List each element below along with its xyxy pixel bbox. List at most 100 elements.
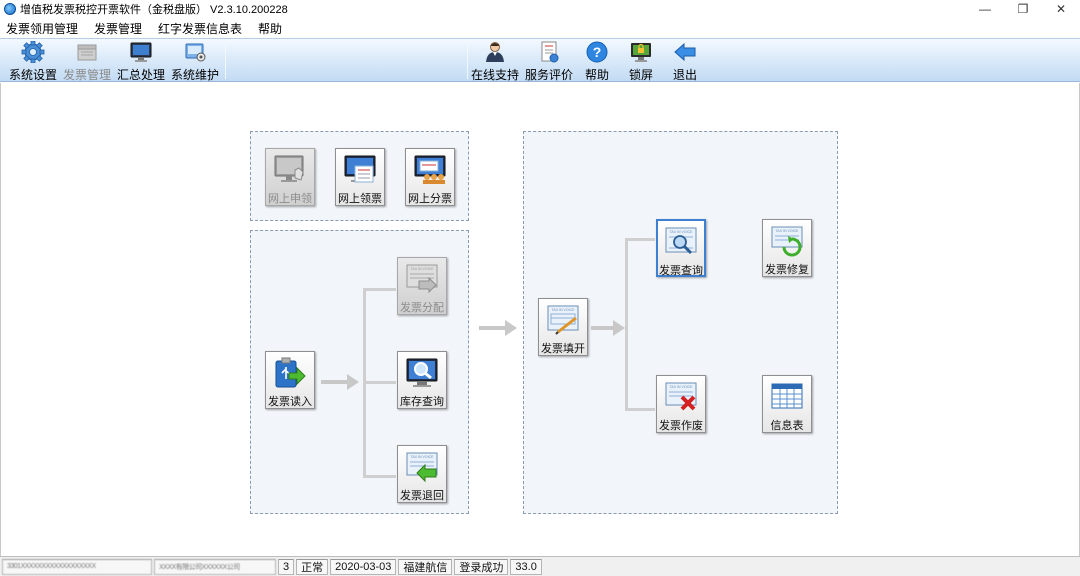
invoice-read-in-button[interactable]: 发票读入: [265, 351, 315, 409]
online-distribute-button[interactable]: 网上分票: [405, 148, 455, 206]
table-icon: [770, 381, 804, 413]
help-label: 帮助: [584, 68, 609, 82]
online-receive-icon: [343, 154, 377, 186]
window-title: 增值税发票税控开票软件（金税盘版） V2.3.10.200228: [20, 4, 288, 16]
toolbar-separator: [225, 43, 226, 79]
invoice-repair-label: 发票修复: [765, 264, 809, 276]
flow-arrow-icon: [591, 320, 625, 336]
status-login: 登录成功: [454, 558, 509, 575]
invoice-repair-button[interactable]: TAX IN VOICE 发票修复: [762, 219, 812, 277]
invoice-management-label: 发票管理: [62, 68, 111, 82]
invoice-box-icon: [75, 41, 99, 63]
connector-line: [363, 288, 396, 291]
invoice-query-label: 发票查询: [659, 265, 703, 277]
main-area: 网上申领 网上领票 网上分票 发票读入: [0, 83, 1080, 556]
svg-text:?: ?: [593, 44, 602, 60]
status-tax-id: 3301XXXXXXXXXXXXXXXXXX: [2, 558, 152, 575]
connector-line: [363, 475, 396, 478]
invoice-return-button[interactable]: TAX IN VOICE 发票退回: [397, 445, 447, 503]
online-invoice-panel: 网上申领 网上领票 网上分票: [250, 131, 469, 221]
toolbar: 系统设置 发票管理 汇总处理 系统维护 在线支持: [0, 38, 1080, 82]
menu-bar: 发票领用管理 发票管理 红字发票信息表 帮助: [0, 18, 1080, 38]
online-distribute-label: 网上分票: [408, 193, 452, 205]
maintenance-icon: [183, 41, 207, 63]
status-count: 3: [278, 558, 295, 575]
status-date: 2020-03-03: [330, 558, 397, 575]
info-table-button[interactable]: 信息表: [762, 375, 812, 433]
invoice-void-label: 发票作废: [659, 420, 703, 432]
toolbar-separator: [467, 43, 468, 79]
status-version: 33.0: [510, 558, 542, 575]
app-logo-icon: [4, 3, 16, 15]
invoice-return-icon: TAX IN VOICE: [405, 451, 439, 483]
exit-arrow-icon: [673, 41, 697, 63]
help-button[interactable]: ? 帮助: [578, 41, 616, 82]
system-settings-button[interactable]: 系统设置: [8, 41, 58, 82]
summary-label: 汇总处理: [116, 68, 165, 82]
invoice-void-icon: TAX IN VOICE: [664, 381, 698, 413]
flow-arrow-icon: [321, 374, 359, 390]
monitor-search-icon: [405, 357, 439, 389]
online-support-button[interactable]: 在线支持: [470, 41, 520, 82]
status-company: XXXX有限公司XXXXXX公司: [154, 558, 276, 575]
invoice-allocate-button[interactable]: TAX IN VOICE 发票分配: [397, 257, 447, 315]
minimize-button[interactable]: —: [979, 2, 991, 16]
maintenance-button[interactable]: 系统维护: [170, 41, 220, 82]
window-controls: — ❐ ✕: [966, 0, 1080, 18]
invoice-management-button[interactable]: 发票管理: [62, 41, 112, 82]
online-apply-button[interactable]: 网上申领: [265, 148, 315, 206]
svg-text:TAX IN VOICE: TAX IN VOICE: [411, 455, 435, 459]
invoice-repair-icon: TAX IN VOICE: [770, 225, 804, 257]
online-apply-label: 网上申领: [268, 193, 312, 205]
summary-button[interactable]: 汇总处理: [116, 41, 166, 82]
online-receive-button[interactable]: 网上领票: [335, 148, 385, 206]
online-distribute-icon: [413, 154, 447, 186]
svg-text:TAX IN VOICE: TAX IN VOICE: [776, 229, 800, 233]
lock-icon: [629, 41, 653, 63]
invoice-return-label: 发票退回: [400, 490, 444, 502]
connector-line: [625, 408, 655, 411]
invoice-allocate-label: 发票分配: [400, 302, 444, 314]
inventory-query-label: 库存查询: [400, 396, 444, 408]
invoice-stock-panel: 发票读入 TAX IN VOICE 发票分配 库存查询 TAX IN VOICE…: [250, 230, 469, 514]
restore-button[interactable]: ❐: [1017, 2, 1029, 16]
menu-invoice-manage[interactable]: 发票管理: [94, 21, 143, 36]
connector-line: [625, 238, 655, 241]
invoice-read-in-label: 发票读入: [268, 396, 312, 408]
invoice-query-button[interactable]: TAX IN VOICE 发票查询: [656, 219, 706, 277]
allocate-invoice-icon: TAX IN VOICE: [405, 263, 439, 295]
svg-text:TAX IN VOICE: TAX IN VOICE: [670, 385, 694, 389]
lock-screen-button[interactable]: 锁屏: [622, 41, 660, 82]
close-button[interactable]: ✕: [1055, 2, 1067, 16]
svg-text:TAX IN VOICE: TAX IN VOICE: [670, 230, 694, 234]
connector-line: [625, 238, 628, 411]
status-bar: 3301XXXXXXXXXXXXXXXXXX XXXX有限公司XXXXXX公司 …: [0, 556, 1080, 576]
lock-screen-label: 锁屏: [628, 68, 653, 82]
menu-invoice-receive[interactable]: 发票领用管理: [6, 21, 79, 36]
info-table-label: 信息表: [770, 420, 804, 432]
menu-red-invoice-info[interactable]: 红字发票信息表: [158, 21, 243, 36]
svg-text:TAX IN VOICE: TAX IN VOICE: [552, 308, 576, 312]
usb-green-arrow-icon: [273, 357, 307, 389]
monitor-icon: [129, 41, 153, 63]
menu-help[interactable]: 帮助: [258, 21, 283, 36]
online-receive-label: 网上领票: [338, 193, 382, 205]
invoice-search-icon: TAX IN VOICE: [664, 226, 698, 258]
online-apply-icon: [273, 154, 307, 186]
svg-text:TAX IN VOICE: TAX IN VOICE: [411, 267, 435, 271]
invoice-void-button[interactable]: TAX IN VOICE 发票作废: [656, 375, 706, 433]
invoice-fill-button[interactable]: TAX IN VOICE 发票填开: [538, 298, 588, 356]
inventory-query-button[interactable]: 库存查询: [397, 351, 447, 409]
system-settings-label: 系统设置: [8, 68, 57, 82]
invoice-pen-icon: TAX IN VOICE: [546, 304, 580, 336]
support-person-icon: [483, 41, 507, 63]
invoice-fill-label: 发票填开: [541, 343, 585, 355]
flow-arrow-icon: [479, 320, 517, 336]
gear-icon: [21, 41, 45, 63]
service-rating-button[interactable]: 服务评价: [524, 41, 574, 82]
rating-document-icon: [537, 41, 561, 63]
exit-button[interactable]: 退出: [666, 41, 704, 82]
online-support-label: 在线支持: [470, 68, 519, 82]
title-bar: 增值税发票税控开票软件（金税盘版） V2.3.10.200228 — ❐ ✕: [0, 0, 1080, 18]
